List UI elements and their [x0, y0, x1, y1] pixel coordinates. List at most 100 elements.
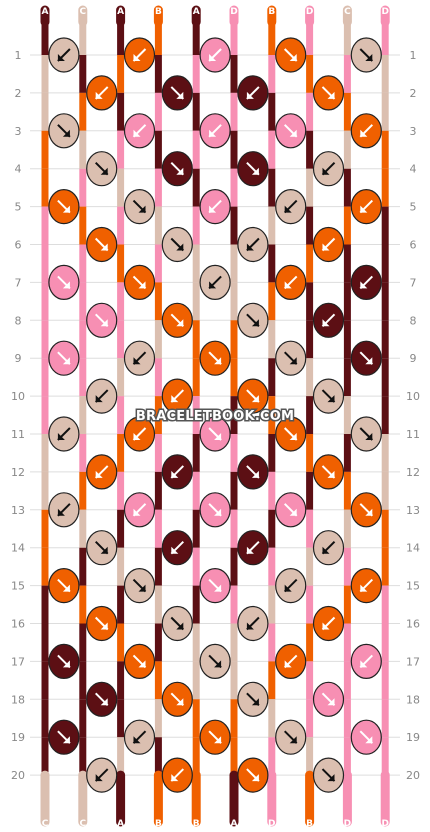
bottom-strand-letter: B: [155, 819, 162, 829]
knot-arrow-icon: [94, 616, 109, 631]
top-strand-letter: A: [42, 7, 49, 17]
knot-arrow-icon: [359, 48, 374, 62]
knot-arrow-icon: [359, 427, 374, 441]
row-number-right: 18: [406, 693, 420, 706]
knot-arrow-icon: [208, 654, 222, 669]
knot-arrow-icon: [94, 768, 109, 782]
knot-arrow-icon: [321, 768, 336, 782]
row-number-right: 17: [406, 655, 420, 668]
row-number-left: 5: [15, 201, 22, 214]
knot-arrow-icon: [246, 616, 260, 631]
knot-arrow-icon: [170, 540, 185, 555]
top-strand-letter: D: [230, 7, 237, 17]
knot-arrow-icon: [359, 275, 374, 290]
knot-arrow-icon: [359, 124, 374, 138]
row-number-left: 20: [11, 769, 25, 782]
knot-arrow-icon: [359, 351, 374, 365]
knot-arrow-icon: [321, 86, 336, 100]
knot-arrow-icon: [94, 161, 109, 176]
row-number-right: 11: [406, 428, 420, 441]
knot-arrow-icon: [132, 124, 147, 138]
knot-arrow-icon: [246, 237, 260, 252]
row-number-left: 16: [11, 618, 25, 631]
knot-arrow-icon: [208, 730, 222, 744]
knot-arrow-icon: [132, 351, 147, 365]
knot-arrow-icon: [94, 313, 109, 328]
knot-arrow-icon: [246, 389, 260, 403]
knot-arrow-icon: [94, 86, 109, 100]
knot-arrow-icon: [94, 465, 109, 479]
top-strand-letter: B: [268, 7, 275, 17]
row-number-left: 4: [15, 163, 22, 176]
knot-arrow-icon: [132, 578, 147, 593]
thread-paths: [40, 5, 390, 827]
knot-arrow-icon: [94, 540, 109, 555]
knot-arrow-icon: [57, 124, 71, 138]
bottom-strand-letter: A: [117, 819, 124, 829]
row-number-right: 10: [406, 390, 420, 403]
bottom-strand-letter: B: [306, 819, 313, 829]
row-number-left: 1: [15, 49, 22, 62]
bottom-strand-letter: D: [381, 819, 388, 829]
row-number-left: 9: [15, 352, 22, 365]
knot-arrow-icon: [246, 465, 260, 479]
knot-arrow-icon: [283, 427, 298, 441]
knot-arrow-icon: [359, 578, 374, 593]
bottom-strand-letter: D: [344, 819, 351, 829]
row-number-right: 20: [406, 769, 420, 782]
row-number-right: 12: [406, 466, 420, 479]
bottom-strand-letter: D: [268, 819, 275, 829]
knot-arrow-icon: [170, 768, 185, 782]
knot-arrow-icon: [359, 730, 374, 744]
knot-arrow-icon: [57, 275, 71, 290]
row-number-left: 8: [15, 314, 22, 327]
knot-arrow-icon: [321, 692, 336, 707]
knot-arrow-icon: [321, 389, 336, 403]
knot-arrow-icon: [359, 199, 374, 214]
top-strand-letter: D: [381, 7, 388, 17]
knot-arrow-icon: [132, 503, 147, 517]
knot-arrow-icon: [283, 199, 298, 214]
top-strand-letter: B: [155, 7, 162, 17]
knot-arrow-icon: [208, 199, 222, 214]
knot-arrow-icon: [246, 540, 260, 555]
top-strand-letter: C: [344, 7, 351, 17]
knot-arrow-icon: [57, 351, 71, 365]
knot-arrow-icon: [246, 692, 260, 707]
row-number-right: 14: [406, 542, 420, 555]
knot-arrow-icon: [283, 654, 298, 669]
knot-arrow-icon: [283, 503, 298, 517]
row-number-right: 7: [410, 276, 417, 289]
top-strand-letter: C: [79, 7, 86, 17]
row-number-left: 19: [11, 731, 25, 744]
knot-arrow-icon: [57, 199, 71, 214]
knot-arrow-icon: [208, 48, 222, 62]
row-number-left: 15: [11, 580, 25, 593]
row-number-left: 12: [11, 466, 25, 479]
row-number-left: 11: [11, 428, 25, 441]
knot-arrow-icon: [321, 161, 336, 176]
row-number-left: 6: [15, 239, 22, 252]
knot-arrow-icon: [208, 427, 222, 441]
row-number-right: 19: [406, 731, 420, 744]
row-number-left: 7: [15, 276, 22, 289]
row-number-right: 6: [410, 239, 417, 252]
knot-arrow-icon: [94, 237, 109, 252]
knot-arrow-icon: [170, 692, 185, 707]
knot-arrow-icon: [170, 86, 185, 100]
row-number-right: 3: [410, 125, 417, 138]
knot-arrow-icon: [283, 48, 298, 62]
row-number-right: 1: [410, 49, 417, 62]
knot-arrow-icon: [94, 692, 109, 707]
knot-arrow-icon: [132, 48, 147, 62]
knot-arrow-icon: [246, 768, 260, 782]
knot-arrow-icon: [359, 503, 374, 517]
top-strand-letter: D: [306, 7, 313, 17]
knot-arrow-icon: [132, 275, 147, 290]
row-number-left: 18: [11, 693, 25, 706]
knot-arrow-icon: [321, 313, 336, 328]
knot-arrow-icon: [57, 48, 71, 62]
knot-arrow-icon: [208, 503, 222, 517]
knot-arrow-icon: [132, 654, 147, 669]
